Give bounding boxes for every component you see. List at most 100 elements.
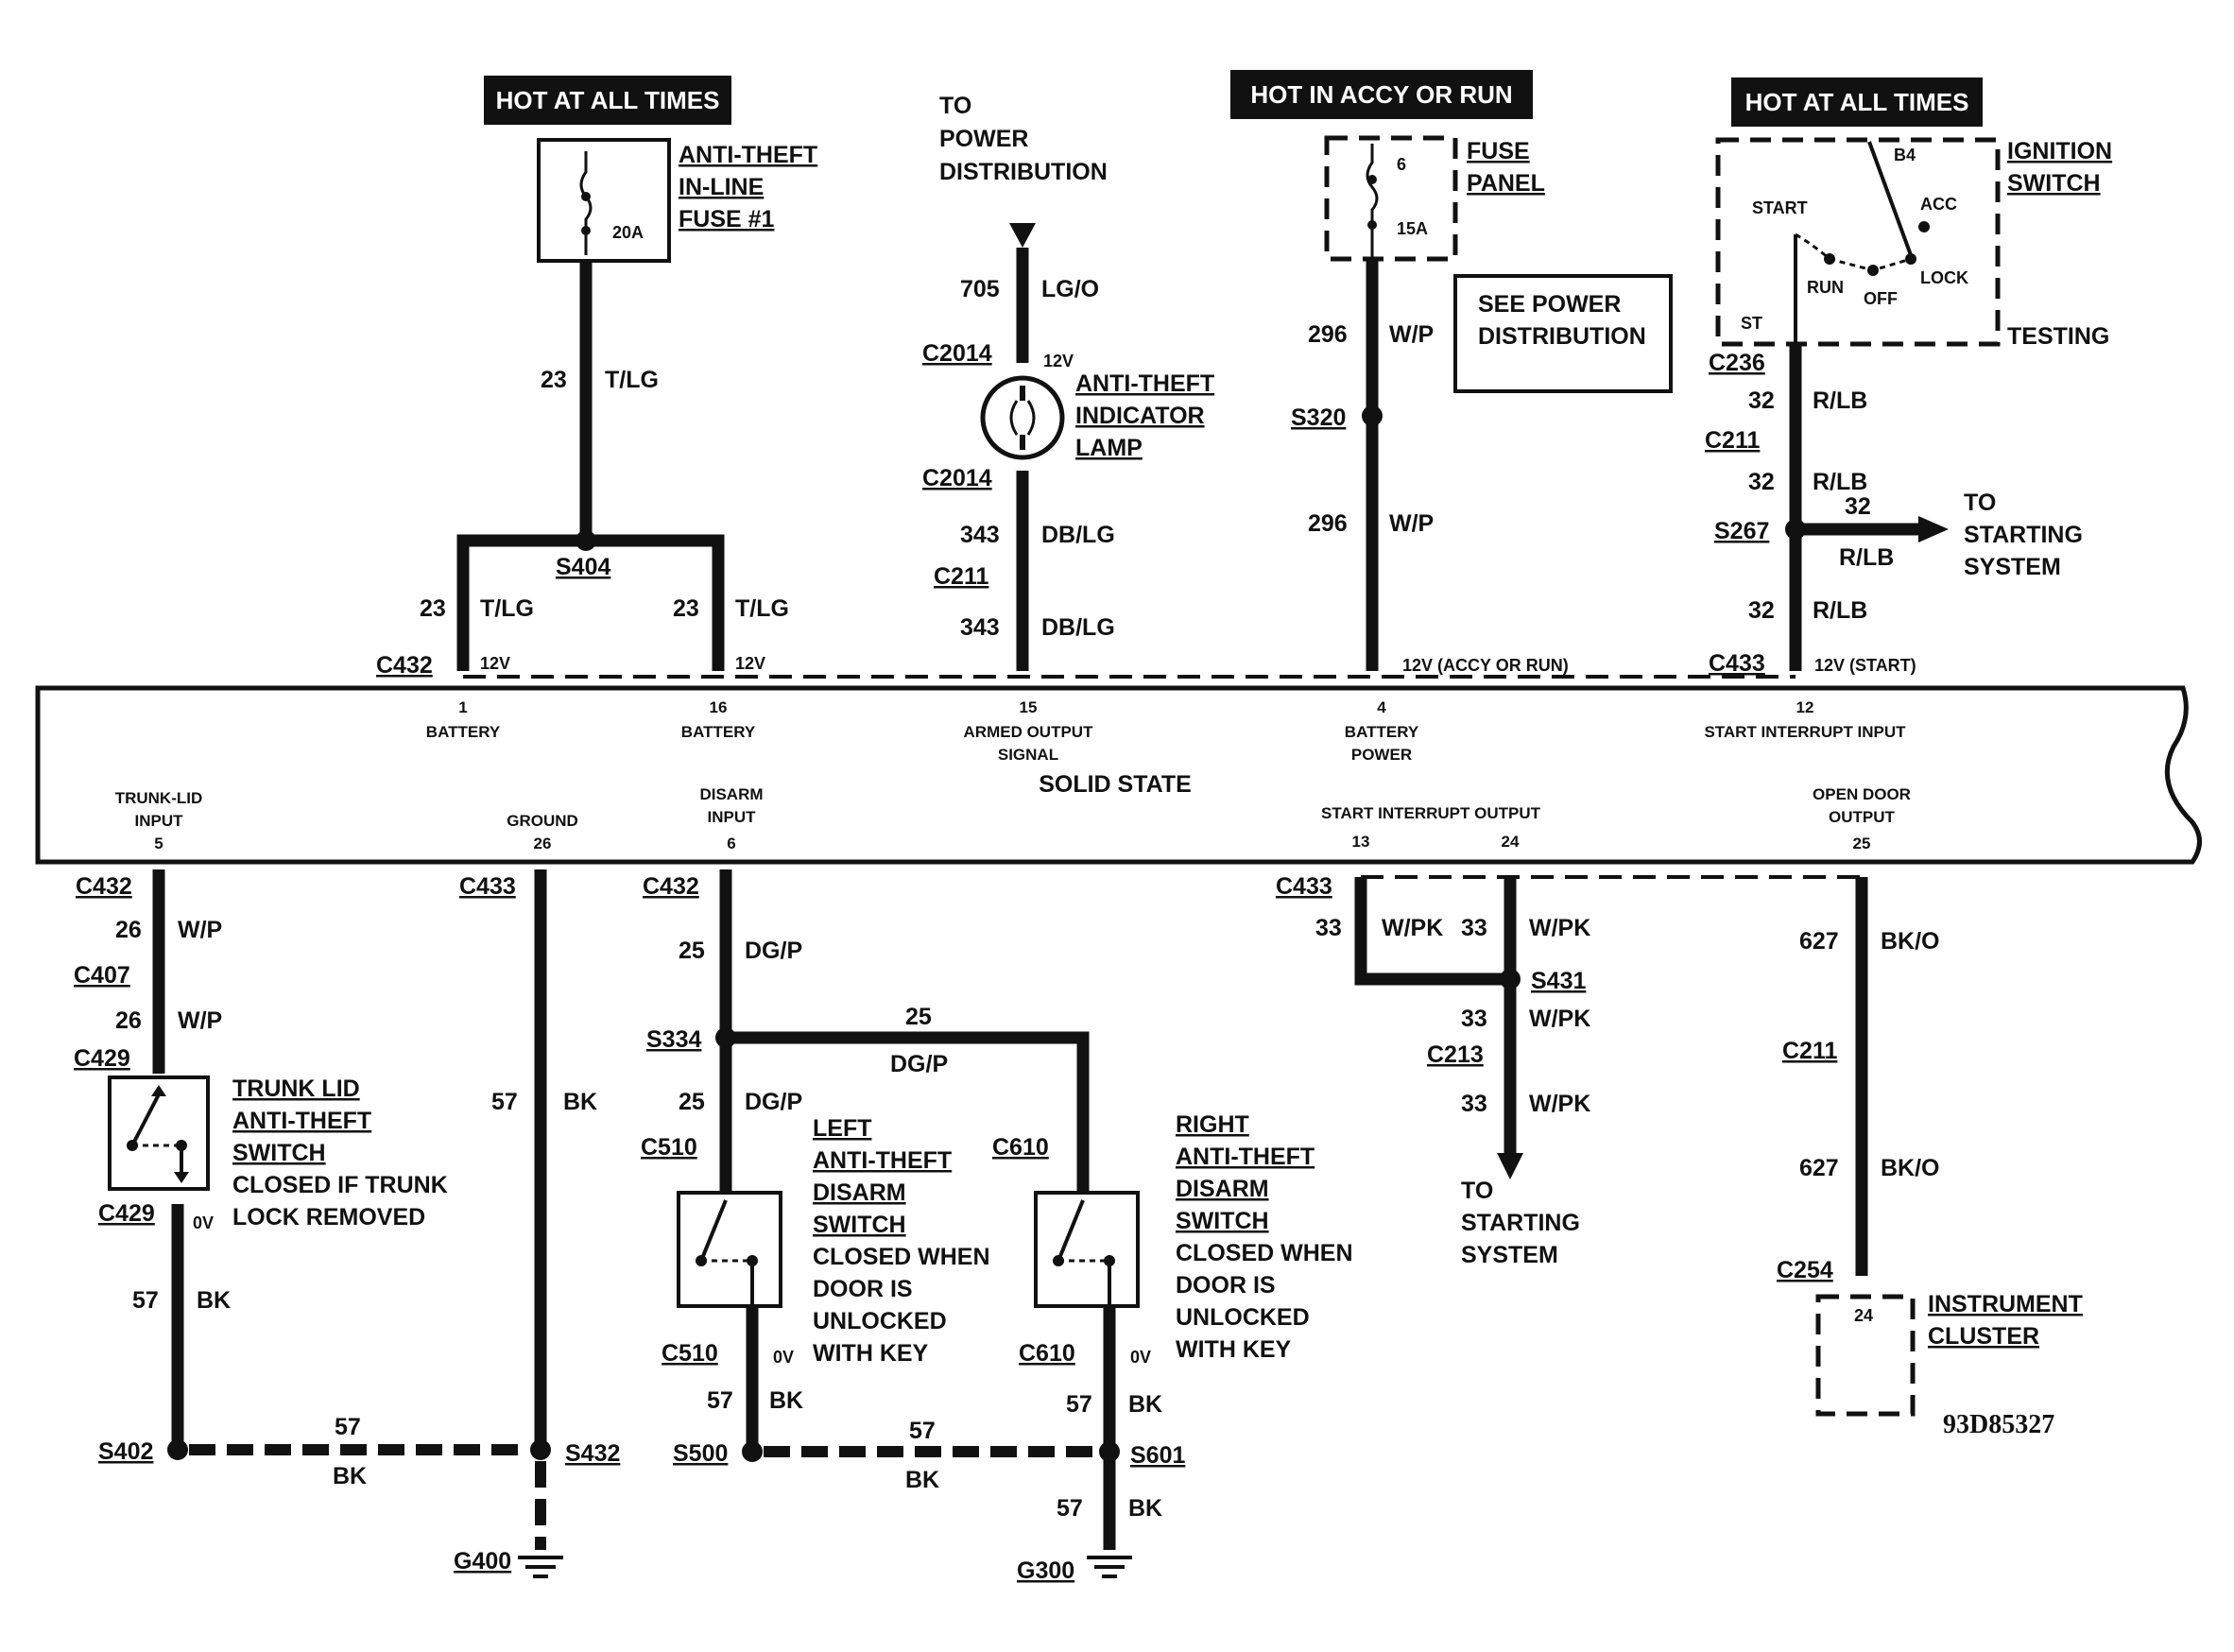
svg-text:ARMED OUTPUT: ARMED OUTPUT [964,723,1094,741]
svg-text:S404: S404 [556,554,610,580]
svg-text:S267: S267 [1714,518,1769,544]
svg-text:1: 1 [458,698,467,716]
pin-1-battery: 1 BATTERY [426,698,501,741]
svg-text:W/PK: W/PK [1529,1006,1590,1032]
svg-text:LOCK REMOVED: LOCK REMOVED [232,1204,425,1230]
svg-text:26: 26 [115,917,142,943]
pin-12-start-interrupt-input: 12 START INTERRUPT INPUT [1704,698,1906,741]
svg-text:R/LB: R/LB [1813,387,1867,414]
svg-text:STARTING: STARTING [1461,1210,1580,1236]
svg-text:SIGNAL: SIGNAL [998,746,1058,764]
svg-text:S601: S601 [1130,1442,1185,1469]
svg-text:DISTRIBUTION: DISTRIBUTION [939,159,1108,185]
svg-text:ANTI-THEFT: ANTI-THEFT [813,1147,952,1174]
svg-text:SOLID STATE: SOLID STATE [1039,771,1192,798]
svg-text:S431: S431 [1531,968,1586,994]
header-hot-at-all-times-left: HOT AT ALL TIMES [484,76,731,125]
svg-text:SWITCH: SWITCH [232,1140,326,1166]
svg-text:IGNITION: IGNITION [2007,138,2112,164]
svg-text:32: 32 [1748,387,1775,414]
svg-text:32: 32 [1845,493,1871,520]
svg-text:C610: C610 [1019,1340,1075,1367]
svg-text:BK: BK [769,1387,803,1414]
pin-25-open-door-output: OPEN DOOR OUTPUT 25 [1813,785,1911,852]
svg-text:DISARM: DISARM [699,785,763,803]
svg-text:UNLOCKED: UNLOCKED [1176,1304,1310,1331]
svg-text:BK: BK [333,1463,367,1489]
splice-s431 [1500,969,1521,989]
svg-text:BK: BK [563,1089,597,1115]
svg-text:ST: ST [1741,314,1762,333]
svg-text:C407: C407 [74,962,130,989]
svg-text:HOT AT ALL TIMES: HOT AT ALL TIMES [496,86,720,114]
header-hot-in-accy-or-run: HOT IN ACCY OR RUN [1230,70,1533,119]
pin-16-battery: 16 BATTERY [681,698,756,741]
svg-text:C429: C429 [74,1045,130,1072]
drawing-number: 93D85327 [1943,1410,2054,1439]
svg-text:6: 6 [1397,155,1406,174]
svg-text:INPUT: INPUT [708,808,757,826]
svg-text:4: 4 [1377,698,1386,716]
svg-text:OUTPUT: OUTPUT [1829,808,1896,826]
svg-text:SWITCH: SWITCH [813,1212,906,1238]
svg-text:12V (START): 12V (START) [1814,656,1916,675]
svg-text:16: 16 [710,698,728,716]
svg-text:705: 705 [960,276,1000,302]
svg-text:DG/P: DG/P [745,1089,802,1115]
svg-text:BATTERY: BATTERY [1345,723,1419,741]
svg-text:25: 25 [1853,835,1871,852]
svg-text:OFF: OFF [1864,289,1898,308]
svg-text:DOOR IS: DOOR IS [1176,1272,1276,1299]
svg-text:C432: C432 [376,652,433,679]
svg-text:IN-LINE: IN-LINE [679,174,764,200]
svg-text:CLOSED WHEN: CLOSED WHEN [1176,1240,1353,1266]
svg-text:0V: 0V [1130,1348,1151,1367]
svg-text:INSTRUMENT: INSTRUMENT [1928,1291,2083,1317]
svg-text:FUSE #1: FUSE #1 [679,206,775,232]
ignition-switch: START ACC RUN OFF LOCK ST B4 IGNITION SW… [1715,137,2112,350]
svg-text:S500: S500 [673,1440,728,1467]
svg-text:12V: 12V [735,654,765,673]
pin-15-armed-output: 15 ARMED OUTPUT SIGNAL [964,698,1094,764]
svg-text:W/P: W/P [178,1007,222,1034]
svg-text:296: 296 [1308,321,1348,348]
svg-text:BK: BK [905,1467,939,1493]
fuse-panel: 6 15A FUSE PANEL [1324,135,1545,262]
svg-text:C211: C211 [934,563,988,590]
svg-text:START INTERRUPT INPUT: START INTERRUPT INPUT [1704,723,1906,741]
svg-text:CLOSED WHEN: CLOSED WHEN [813,1244,990,1270]
svg-text:G300: G300 [1017,1557,1074,1584]
anti-theft-fuse-1: 20A ANTI-THEFT IN-LINE FUSE #1 [537,138,817,263]
svg-text:12: 12 [1796,698,1814,716]
svg-text:6: 6 [727,835,735,852]
svg-text:15A: 15A [1397,219,1428,238]
solid-state-module: SOLID STATE [35,685,2202,865]
svg-text:24: 24 [1502,833,1520,851]
svg-text:T/LG: T/LG [735,595,789,622]
svg-text:SEE POWER: SEE POWER [1478,291,1621,318]
svg-text:R/LB: R/LB [1839,544,1894,571]
header-hot-at-all-times-right: HOT AT ALL TIMES [1731,77,1983,127]
svg-text:ANTI-THEFT: ANTI-THEFT [1075,370,1214,397]
svg-text:W/P: W/P [178,917,222,943]
svg-text:LAMP: LAMP [1075,435,1143,461]
svg-text:W/P: W/P [1389,510,1434,537]
svg-text:B4: B4 [1894,146,1916,164]
svg-text:C429: C429 [98,1200,155,1227]
svg-text:627: 627 [1799,1155,1839,1181]
svg-text:S432: S432 [565,1440,620,1467]
svg-text:LOCK: LOCK [1920,268,1968,287]
svg-text:343: 343 [960,614,1000,641]
svg-text:FUSE: FUSE [1467,138,1530,164]
splice-s320 [1362,405,1383,426]
svg-text:DISARM: DISARM [1176,1176,1269,1202]
ground-g400-icon [518,1556,563,1578]
svg-text:ACC: ACC [1920,195,1957,214]
svg-text:BK/O: BK/O [1881,1155,1940,1181]
svg-text:C433: C433 [1276,873,1332,900]
splice-s402 [167,1439,188,1460]
svg-text:W/PK: W/PK [1382,915,1443,941]
svg-text:R/LB: R/LB [1813,469,1867,495]
svg-text:UNLOCKED: UNLOCKED [813,1308,947,1334]
svg-text:DOOR IS: DOOR IS [813,1276,913,1302]
